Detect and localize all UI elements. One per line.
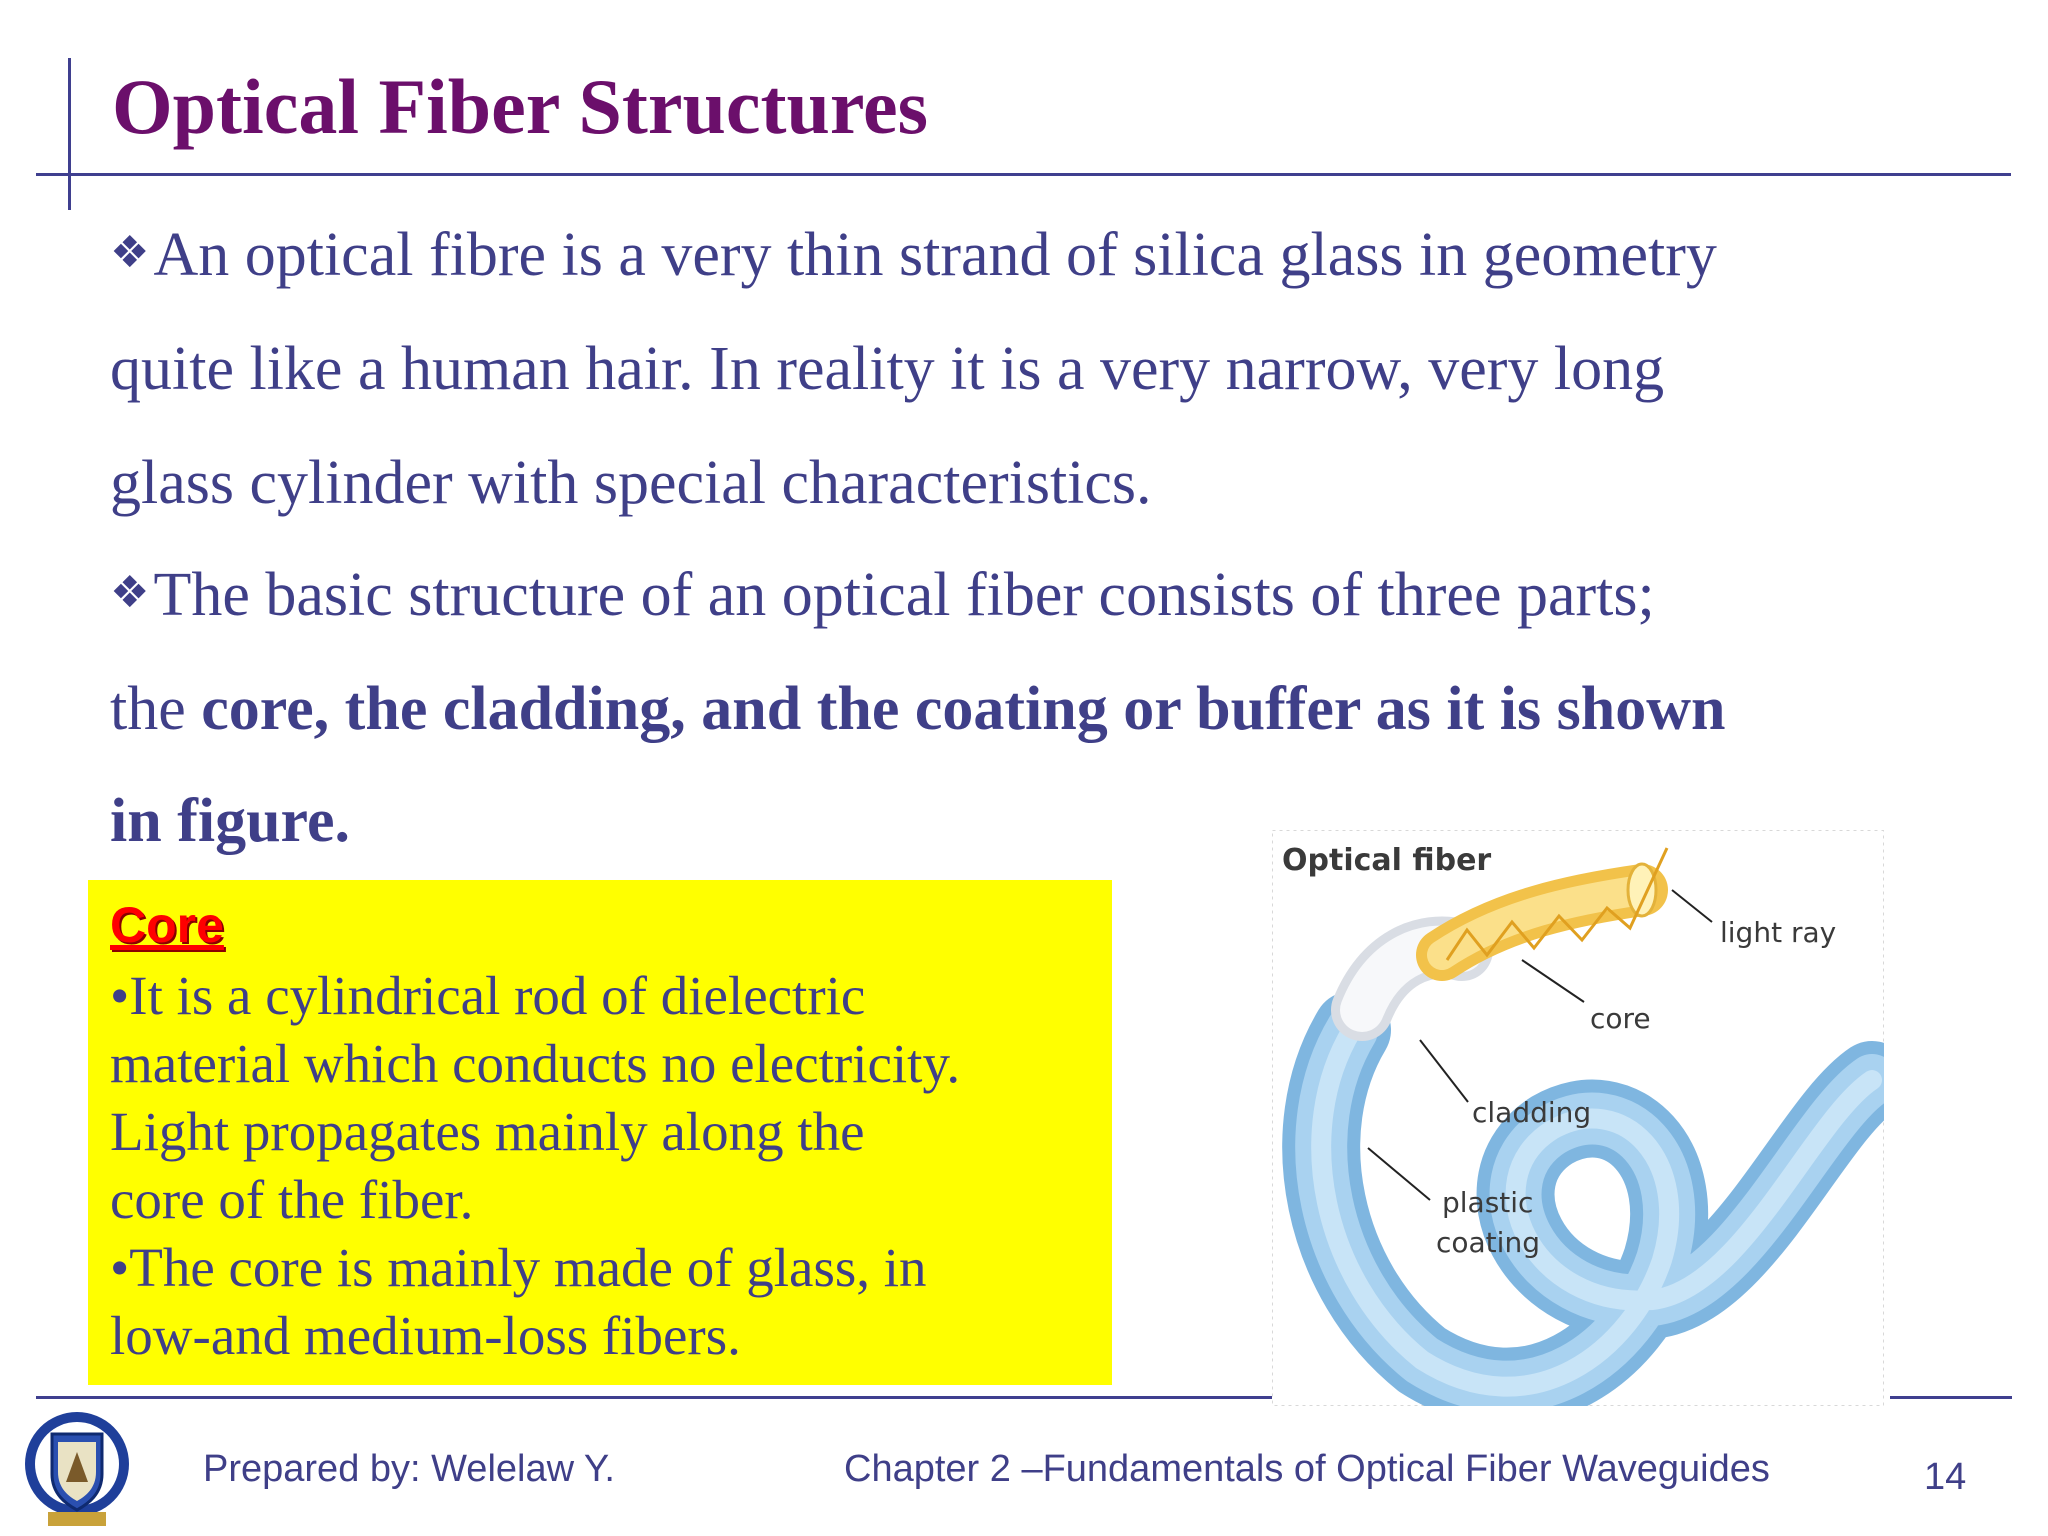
- footer-rule-left: [36, 1396, 1274, 1399]
- bullet-diamond-icon: ❖: [110, 227, 150, 278]
- light-ray-pointer: [1671, 889, 1713, 923]
- core-line-5: •The core is mainly made of glass, in: [110, 1237, 927, 1298]
- paragraph-1-line-3: glass cylinder with special characterist…: [110, 449, 1152, 517]
- footer-page-number: 14: [1924, 1456, 1967, 1498]
- optical-fiber-illustration: Optical fiber light ray core cladding pl…: [1272, 830, 1884, 1406]
- paragraph-1-line-1-text: An optical fibre is a very thin strand o…: [153, 221, 1717, 289]
- figure-title: Optical fiber: [1282, 843, 1491, 878]
- label-light-ray: light ray: [1720, 916, 1836, 949]
- title-horizontal-rule: [36, 173, 2011, 176]
- core-heading: Core: [110, 897, 224, 953]
- label-cladding: cladding: [1472, 1096, 1591, 1129]
- university-logo-icon: [25, 1412, 129, 1526]
- label-plastic: plastic: [1442, 1186, 1533, 1219]
- paragraph-2-line-3: in figure.: [110, 787, 350, 855]
- core-line-2: material which conducts no electricity.: [110, 1033, 961, 1094]
- cladding-pointer: [1419, 1039, 1469, 1103]
- slide-title: Optical Fiber Structures: [112, 63, 929, 150]
- footer-chapter: Chapter 2 –Fundamentals of Optical Fiber…: [844, 1448, 1770, 1490]
- light-ray-path: [1445, 847, 1669, 961]
- core-line-1: •It is a cylindrical rod of dielectric: [110, 965, 866, 1026]
- paragraph-2-line-2: the core, the cladding, and the coating …: [110, 678, 1726, 740]
- title-vertical-rule: [68, 58, 71, 210]
- coating-pointer: [1367, 1147, 1431, 1201]
- paragraph-2-line-2-bold: core, the cladding, and the coating or b…: [201, 675, 1726, 743]
- plastic-coating-loop: [1282, 991, 1884, 1406]
- bullet-diamond-icon: ❖: [110, 567, 150, 618]
- core-line-6: low-and medium-loss fibers.: [110, 1305, 741, 1366]
- paragraph-2-line-1-text: The basic structure of an optical fiber …: [153, 561, 1655, 629]
- paragraph-2-line-1: ❖The basic structure of an optical fiber…: [110, 564, 1655, 626]
- paragraph-1-line-1: ❖An optical fibre is a very thin strand …: [110, 224, 1717, 286]
- footer-prepared-by: Prepared by: Welelaw Y.: [203, 1448, 615, 1490]
- core-line-4: core of the fiber.: [110, 1169, 474, 1230]
- footer-rule-right: [1890, 1396, 2012, 1399]
- label-core: core: [1590, 1002, 1651, 1035]
- core-pointer: [1521, 959, 1585, 1003]
- core-highlight-box: [88, 880, 1112, 1385]
- core-line-3: Light propagates mainly along the: [110, 1101, 865, 1162]
- paragraph-2-line-2-plain: the: [110, 675, 202, 743]
- paragraph-1-line-2: quite like a human hair. In reality it i…: [110, 335, 1665, 403]
- label-coating: coating: [1436, 1226, 1540, 1259]
